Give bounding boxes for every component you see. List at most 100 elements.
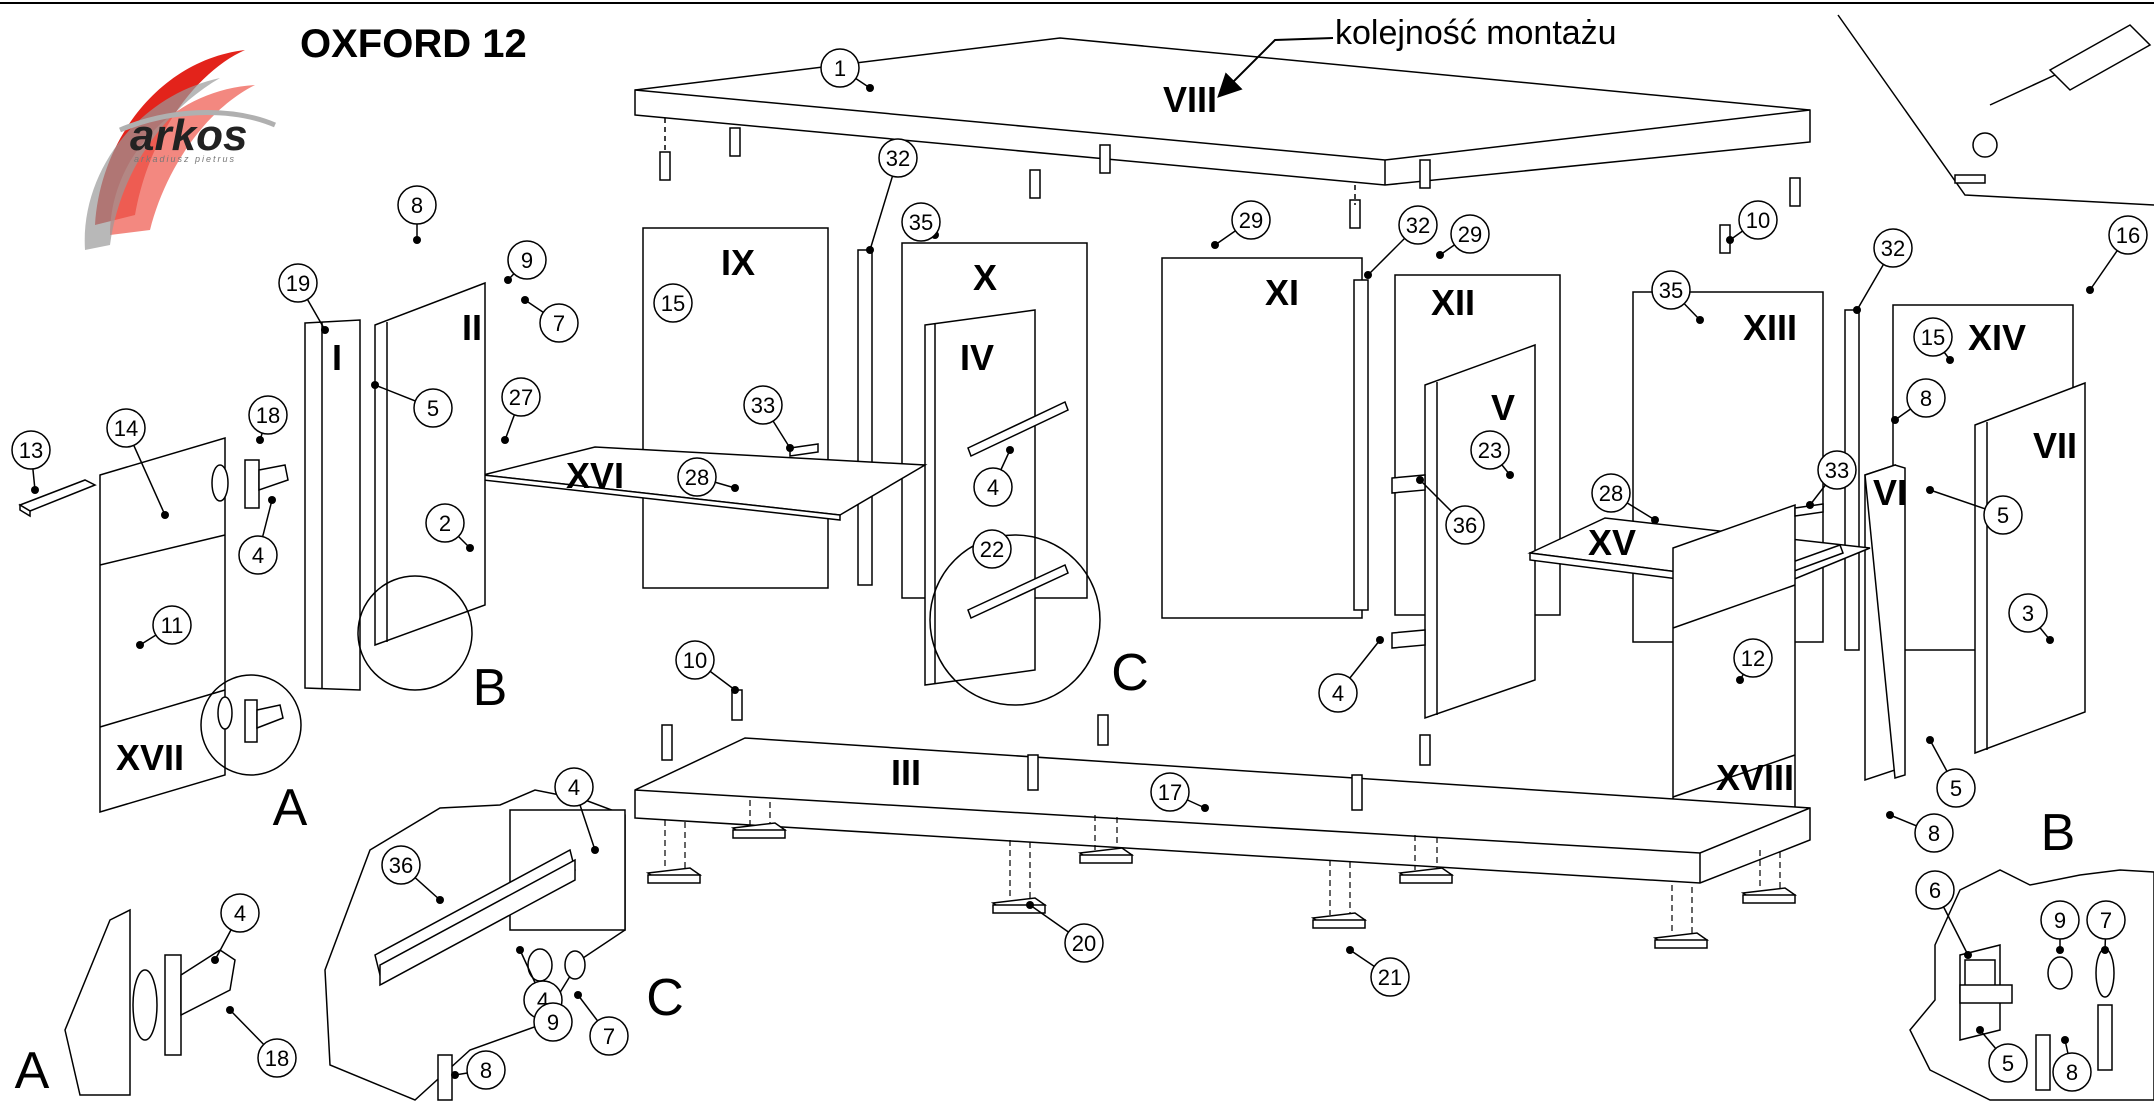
handle-13 — [18, 479, 97, 518]
leader-dot — [1026, 901, 1034, 909]
leader-dot — [321, 326, 329, 334]
part-callout-36: 36 — [381, 845, 421, 885]
callout-number: 20 — [1072, 931, 1096, 956]
panel-xi — [1161, 257, 1363, 619]
part-callout-32: 32 — [1398, 205, 1438, 245]
leader-dot — [1696, 316, 1704, 324]
part-callout-36: 36 — [1445, 505, 1485, 545]
part-callout-7: 7 — [2086, 900, 2126, 940]
part-callout-8: 8 — [2052, 1052, 2092, 1092]
panel-label-viii: VIII — [1163, 79, 1217, 120]
callout-number: 14 — [114, 416, 138, 441]
leader-dot — [1891, 416, 1899, 424]
detail-letter-a: A — [273, 779, 308, 837]
part-callout-17: 17 — [1150, 772, 1190, 812]
callout-circle — [1064, 923, 1104, 963]
callout-circle — [1906, 378, 1946, 418]
callout-number: 10 — [683, 648, 707, 673]
panel-i — [304, 319, 361, 691]
callout-number: 5 — [1997, 503, 2009, 528]
callout-circle — [507, 240, 547, 280]
callout-circle — [397, 185, 437, 225]
leader-dot — [574, 991, 582, 999]
panel-ii — [374, 281, 486, 647]
leader-dot — [371, 381, 379, 389]
callout-circle — [972, 529, 1012, 569]
leader-dot — [1976, 1026, 1984, 1034]
callout-number: 8 — [480, 1058, 492, 1083]
part-callout-5: 5 — [413, 388, 453, 428]
callout-number: 9 — [547, 1010, 559, 1035]
leader-dot — [256, 436, 264, 444]
panel-label-i: I — [332, 337, 342, 378]
callout-number: 5 — [2002, 1051, 2014, 1076]
part-callout-29: 29 — [1450, 214, 1490, 254]
panel-label-xv: XV — [1588, 522, 1636, 563]
part-callout-11: 11 — [152, 605, 192, 645]
part-callout-18: 18 — [257, 1038, 297, 1078]
part-callout-32: 32 — [1873, 228, 1913, 268]
callout-circle — [973, 467, 1013, 507]
callout-circle — [878, 138, 918, 178]
leader-dot — [1926, 736, 1934, 744]
part-callout-22: 22 — [972, 529, 1012, 569]
detail-a-left — [64, 908, 236, 1096]
callout-number: 8 — [411, 193, 423, 218]
callout-circle — [152, 605, 192, 645]
panel-label-xviii: XVIII — [1716, 757, 1794, 798]
leader-dot — [1201, 804, 1209, 812]
callout-number: 7 — [2100, 908, 2112, 933]
panel-label-v: V — [1491, 387, 1515, 428]
part-callout-33: 33 — [1817, 450, 1857, 490]
leader-dot — [1736, 676, 1744, 684]
arkos-logo: arkos arkadiusz pietrus — [84, 50, 276, 250]
callout-circle — [677, 457, 717, 497]
callout-number: 11 — [161, 613, 184, 638]
callout-circle — [248, 395, 288, 435]
callout-number: 22 — [980, 537, 1004, 562]
callout-number: 18 — [256, 403, 280, 428]
callout-circle — [1398, 205, 1438, 245]
part-callout-10: 10 — [1738, 200, 1778, 240]
leader-dot — [786, 444, 794, 452]
detail-letter-c: C — [646, 969, 684, 1027]
callout-circle — [238, 535, 278, 575]
callout-circle — [466, 1050, 506, 1090]
part-callout-27: 27 — [501, 377, 541, 417]
panel-label-vi: VI — [1873, 472, 1907, 513]
leader-dot — [1364, 271, 1372, 279]
panel-label-ix: IX — [721, 242, 755, 283]
panel-label-xvii: XVII — [116, 737, 184, 778]
callout-number: 15 — [1921, 325, 1945, 350]
part-callout-9: 9 — [507, 240, 547, 280]
part-callout-8: 8 — [1914, 813, 1954, 853]
part-callout-8: 8 — [1906, 378, 1946, 418]
part-callout-18: 18 — [248, 395, 288, 435]
callout-number: 35 — [1659, 278, 1683, 303]
callout-number: 9 — [521, 248, 533, 273]
part-callout-4: 4 — [973, 467, 1013, 507]
part-callout-21: 21 — [1370, 957, 1410, 997]
part-callout-4: 4 — [220, 893, 260, 933]
callout-circle — [653, 283, 693, 323]
callout-number: 29 — [1239, 208, 1263, 233]
callout-number: 16 — [2116, 223, 2140, 248]
callout-number: 29 — [1458, 222, 1482, 247]
part-callout-2: 2 — [425, 503, 465, 543]
leader-dot — [1211, 241, 1219, 249]
callout-number: 7 — [603, 1024, 615, 1049]
part-callout-23: 23 — [1470, 430, 1510, 470]
leader-dot — [591, 846, 599, 854]
callout-number: 4 — [987, 475, 999, 500]
leader-dot — [521, 296, 529, 304]
leader-dot — [1964, 951, 1972, 959]
leader-dot — [731, 686, 739, 694]
part-callout-7: 7 — [589, 1016, 629, 1056]
callout-number: 1 — [834, 56, 846, 81]
callout-circle — [901, 202, 941, 242]
leader-dot — [436, 896, 444, 904]
callout-number: 36 — [1453, 513, 1477, 538]
